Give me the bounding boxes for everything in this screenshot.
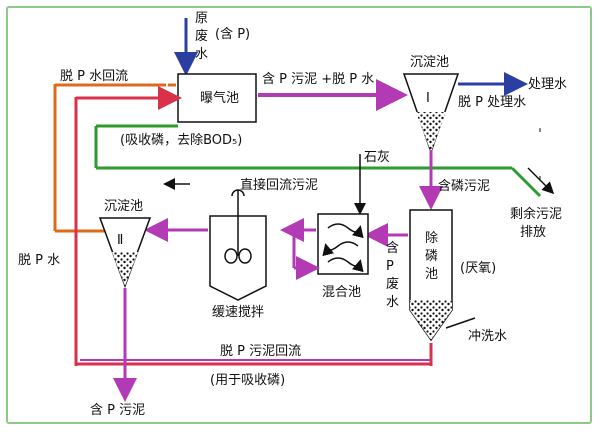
- stripper-sludge: [410, 300, 452, 340]
- stripper-label-3: 池: [425, 267, 438, 282]
- stripper-label-2: 磷: [425, 249, 438, 264]
- clarifier-1-sludge: [416, 112, 446, 152]
- wash-water-pointer: [445, 317, 476, 329]
- clarifier-2-numeral: Ⅱ: [117, 233, 123, 248]
- p-waste-2: P: [386, 259, 394, 274]
- p-waste-3: 废: [386, 276, 399, 292]
- phos-sludge-label: 含磷污泥: [438, 178, 490, 194]
- bottom-return-label-2: (用于吸收磷): [210, 373, 285, 388]
- mixing-swirl-1: [327, 223, 364, 239]
- mid-flow-label: 含 P 污泥 +脱 P 水: [262, 71, 374, 87]
- top-left-return-label: 脱 P 水回流: [60, 69, 128, 84]
- stripper-label-1: 除: [425, 231, 438, 246]
- stripper-side-note: (厌氧): [460, 261, 496, 276]
- p-waste-1: 含: [386, 240, 399, 256]
- mixer-motor-icon: [231, 189, 245, 197]
- wash-water-label: 冲洗水: [468, 329, 507, 344]
- feed-label-3: 水: [195, 47, 208, 62]
- excess-sludge-label-2: 排放: [520, 225, 546, 240]
- p-waste-4: 水: [386, 295, 399, 310]
- aeration-note: (吸收磷，去除BOD₅): [120, 133, 242, 148]
- aeration-label: 曝气池: [200, 90, 239, 106]
- clarifier-2-left-label: 脱 P 水: [18, 253, 60, 268]
- excess-sludge-label-1: 剩余污泥: [510, 206, 562, 222]
- feed-label-2: 废: [195, 28, 208, 44]
- feed-label-1: 原: [195, 11, 208, 26]
- clarifier-2-title: 沉淀池: [104, 199, 143, 214]
- clarifier-2-sludge: [112, 252, 138, 286]
- mixing-swirl-2: [322, 241, 359, 257]
- outer-frame: [6, 6, 592, 424]
- direct-return-label: 直接回流污泥: [240, 177, 318, 193]
- feed-note: (含 P): [215, 26, 250, 42]
- mixing-tank: [317, 213, 369, 275]
- mixing-swirl-3: [327, 257, 364, 273]
- clarifier-1-effluent-2: 脱 P 处理水: [458, 95, 526, 110]
- mixer-paddle-left: [224, 248, 238, 264]
- clarifier-2-bottom-label: 含 P 污泥: [90, 402, 145, 418]
- clarifier-1-numeral: Ⅰ: [426, 91, 430, 106]
- clarifier-1-title: 沉淀池: [410, 55, 449, 70]
- mixing-tank-label: 混合池: [322, 285, 361, 300]
- bottom-return-label-1: 脱 P 污泥回流: [220, 344, 301, 359]
- lime-label: 石灰: [364, 150, 390, 165]
- green-discharge: [510, 166, 542, 198]
- mixer-label: 缓速搅拌: [212, 304, 264, 320]
- clarifier-1-effluent: 处理水: [528, 77, 567, 92]
- flocculator-tank: [209, 215, 267, 301]
- mixer-paddle-right: [238, 248, 252, 264]
